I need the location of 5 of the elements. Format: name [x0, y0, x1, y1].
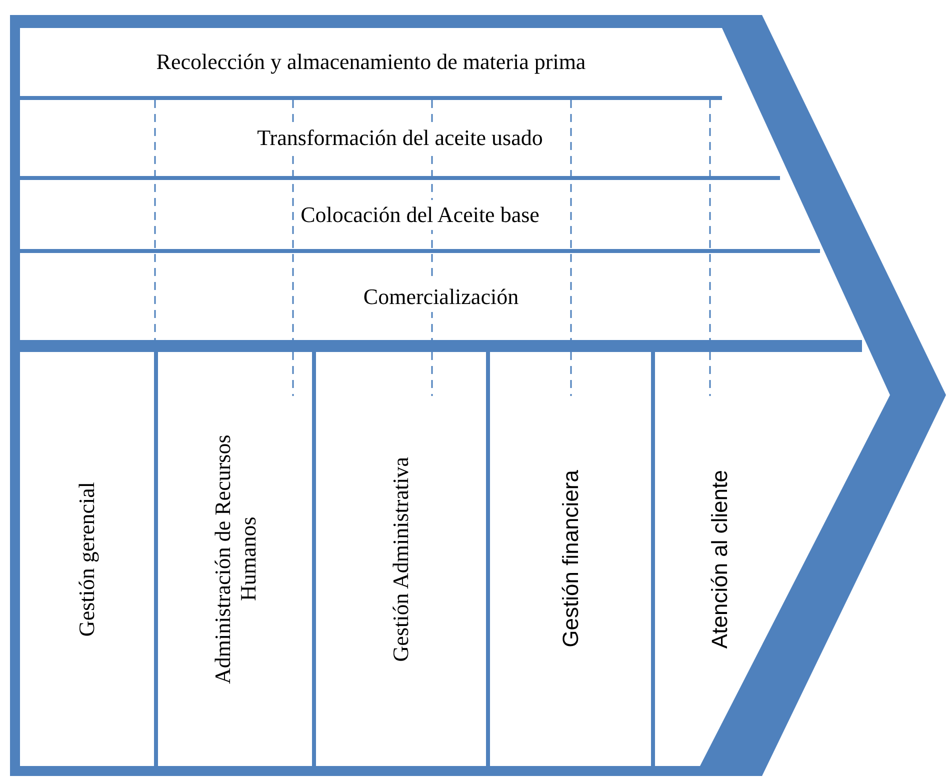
activity-label: Gestión financiera: [558, 470, 584, 648]
activity-label: Gestión Administrativa: [388, 456, 414, 662]
activity-label: Gestión gerencial: [74, 482, 100, 636]
activity-label: Administración de Recursos Humanos: [210, 433, 260, 686]
activity-label: Atención al cliente: [707, 470, 733, 648]
